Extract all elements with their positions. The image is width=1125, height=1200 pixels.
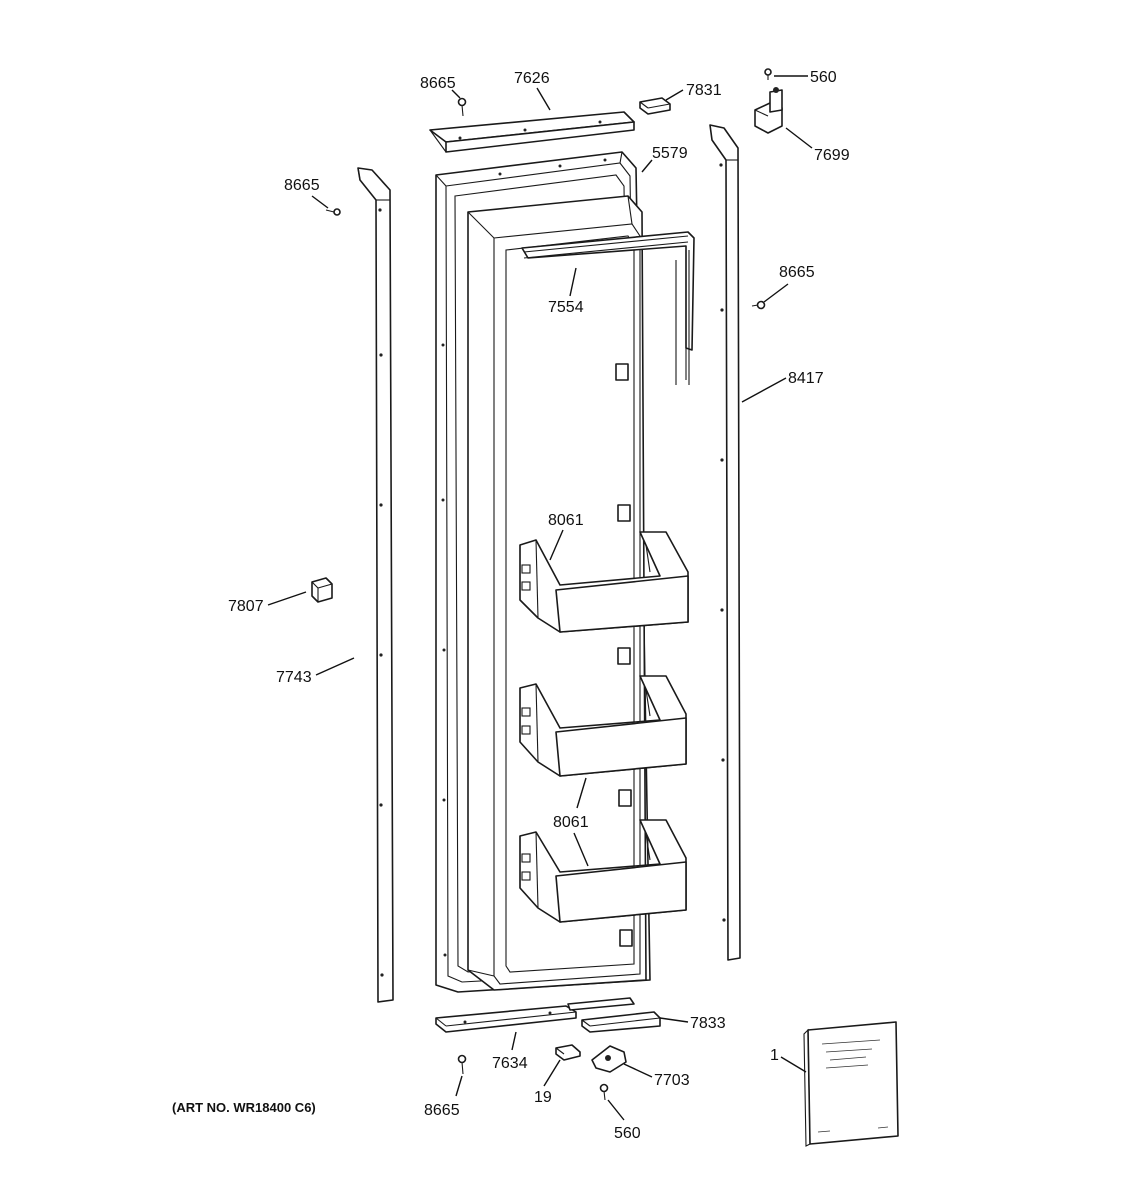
callout-19: 19 (534, 1089, 552, 1106)
callout-7634: 7634 (492, 1055, 528, 1072)
callout-8665-bottom: 8665 (424, 1102, 460, 1119)
leader-lines (267, 75, 813, 1121)
bracket-19 (555, 1044, 581, 1061)
callout-7807: 7807 (228, 598, 264, 615)
callout-8061-bottom: 8061 (553, 814, 589, 831)
door-bin-1 (519, 531, 689, 633)
screw-left-8665 (325, 208, 341, 216)
top-hinge (754, 87, 783, 134)
screw-bottom-8665 (457, 1054, 467, 1075)
callout-8665-top: 8665 (420, 75, 456, 92)
top-cap (429, 111, 635, 153)
callout-5579: 5579 (652, 145, 688, 162)
callout-7699: 7699 (814, 147, 850, 164)
door-bin-3 (519, 819, 687, 923)
callout-8417: 8417 (788, 370, 824, 387)
top-bracket-7831 (639, 97, 671, 115)
callout-7626: 7626 (514, 70, 550, 87)
screw-right-8665 (751, 300, 766, 310)
bottom-hinge (591, 1045, 627, 1073)
callout-7703: 7703 (654, 1072, 690, 1089)
callout-8665-right: 8665 (779, 264, 815, 281)
callout-7833: 7833 (690, 1015, 726, 1032)
callout-7554: 7554 (548, 299, 584, 316)
callout-7743: 7743 (276, 669, 312, 686)
block-7807 (311, 577, 333, 603)
left-trim-strip (357, 167, 394, 1003)
screw-top-560 (764, 68, 772, 80)
callout-8061-top: 8061 (548, 512, 584, 529)
callout-1: 1 (770, 1047, 779, 1064)
callout-8665-left: 8665 (284, 177, 320, 194)
top-seal-strip (521, 231, 695, 385)
bottom-cap (435, 1005, 577, 1033)
callout-560-top: 560 (810, 69, 837, 86)
screw-bottom-560 (599, 1083, 609, 1101)
callout-560-bottom: 560 (614, 1125, 641, 1142)
owners-manual (803, 1021, 899, 1147)
screw-top-8665 (457, 97, 467, 117)
art-number: (ART NO. WR18400 C6) (172, 1100, 316, 1115)
right-trim-strip (709, 124, 741, 961)
bottom-rail (567, 997, 661, 1033)
door-bin-2 (519, 675, 687, 777)
callout-7831: 7831 (686, 82, 722, 99)
